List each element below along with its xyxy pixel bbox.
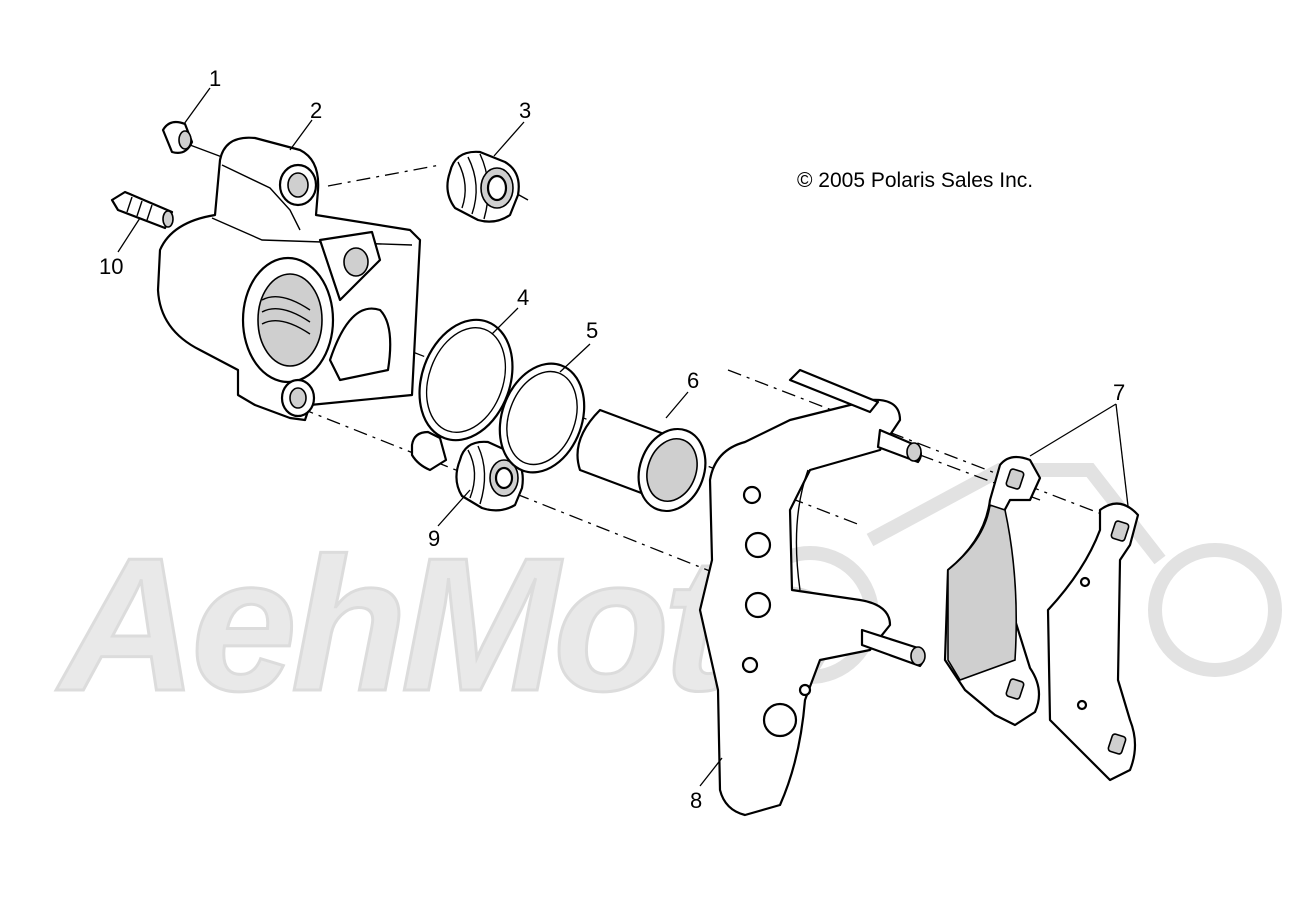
bracket-pins (788, 368, 926, 668)
part-10-bleeder-screw (110, 190, 174, 230)
part-7-brake-pad-outer (1046, 502, 1140, 782)
callout-6: 6 (687, 368, 699, 393)
callout-1: 1 (209, 66, 221, 91)
callout-9: 9 (428, 526, 440, 551)
part-7-brake-pad-inner (943, 455, 1042, 727)
callout-3: 3 (519, 98, 531, 123)
part-5-seal-ring (498, 362, 586, 474)
callout-7: 7 (1113, 380, 1125, 405)
part-3-boot (446, 150, 520, 223)
part-2-caliper-body (156, 136, 422, 422)
callout-10: 10 (99, 254, 123, 279)
callout-2: 2 (310, 98, 322, 123)
callout-4: 4 (517, 285, 529, 310)
copyright-notice: © 2005 Polaris Sales Inc. (797, 169, 1033, 192)
leader-lines (117, 87, 1129, 787)
part-9-boot (410, 430, 524, 512)
callout-labels: 1 2 3 4 5 6 7 8 9 10 (99, 66, 1125, 813)
part-1-bleeder-cap (161, 120, 194, 154)
callout-5: 5 (586, 318, 598, 343)
callout-8: 8 (690, 788, 702, 813)
part-8-bracket (698, 398, 902, 817)
part-6-piston (576, 408, 707, 513)
